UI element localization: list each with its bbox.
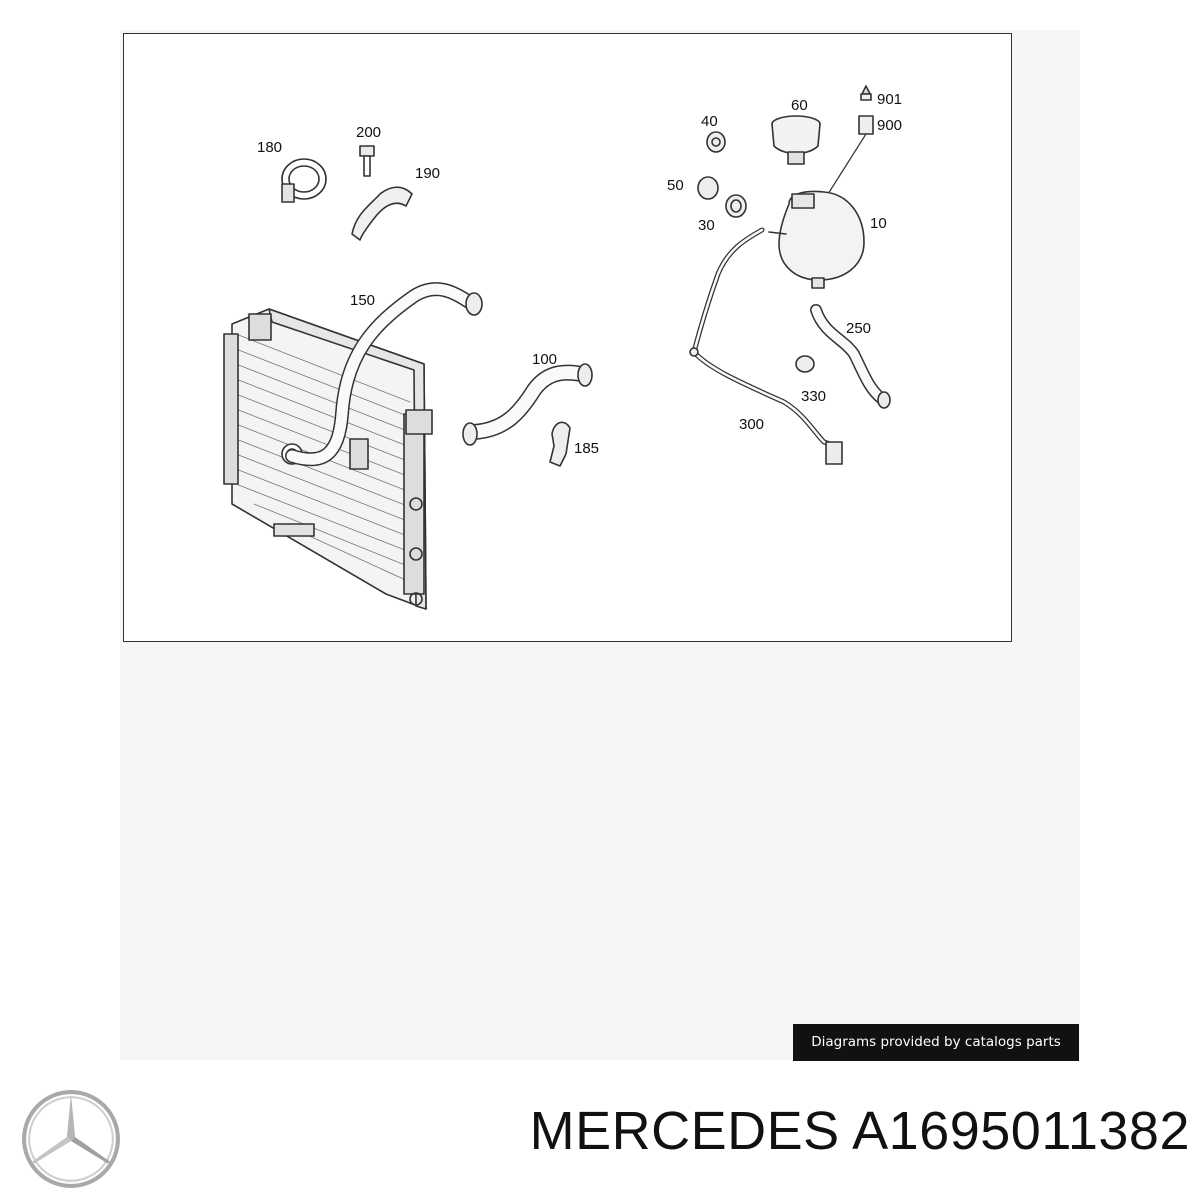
clamp-330-drawing xyxy=(795,355,815,373)
callout-10: 10 xyxy=(870,215,887,232)
callout-185: 185 xyxy=(574,440,599,457)
sensor-901-drawing xyxy=(860,85,872,101)
callout-330: 330 xyxy=(801,388,826,405)
callout-200: 200 xyxy=(356,124,381,141)
callout-30: 30 xyxy=(698,217,715,234)
bolt-200-drawing xyxy=(359,145,375,177)
clamp-180-drawing xyxy=(281,158,327,203)
sensor-900-drawing xyxy=(858,115,874,135)
mercedes-star-icon xyxy=(22,1090,120,1188)
cap-60-drawing xyxy=(771,115,821,165)
callout-901: 901 xyxy=(877,91,902,108)
parts-diagram: 180 200 190 150 100 185 40 60 901 900 50… xyxy=(223,85,902,610)
diagram-credit-banner: Diagrams provided by catalogs parts xyxy=(793,1024,1079,1061)
callout-250: 250 xyxy=(846,320,871,337)
callout-60: 60 xyxy=(791,97,808,114)
parts-diagram-frame: 180 200 190 150 100 185 40 60 901 900 50… xyxy=(123,33,1012,642)
callout-150: 150 xyxy=(350,292,375,309)
nut-40-drawing xyxy=(706,131,726,153)
bracket-190-drawing xyxy=(351,186,413,241)
callout-900: 900 xyxy=(877,117,902,134)
callout-100: 100 xyxy=(532,351,557,368)
clip-185-drawing xyxy=(549,421,571,467)
callout-50: 50 xyxy=(667,177,684,194)
grommet-30-drawing xyxy=(725,194,747,218)
part-title: MERCEDES A1695011382 xyxy=(529,1101,1190,1161)
callout-300: 300 xyxy=(739,416,764,433)
callout-40: 40 xyxy=(701,113,718,130)
callout-180: 180 xyxy=(257,139,282,156)
expansion-tank-10-drawing xyxy=(768,190,865,289)
callout-190: 190 xyxy=(415,165,440,182)
plug-50-drawing xyxy=(697,176,719,200)
